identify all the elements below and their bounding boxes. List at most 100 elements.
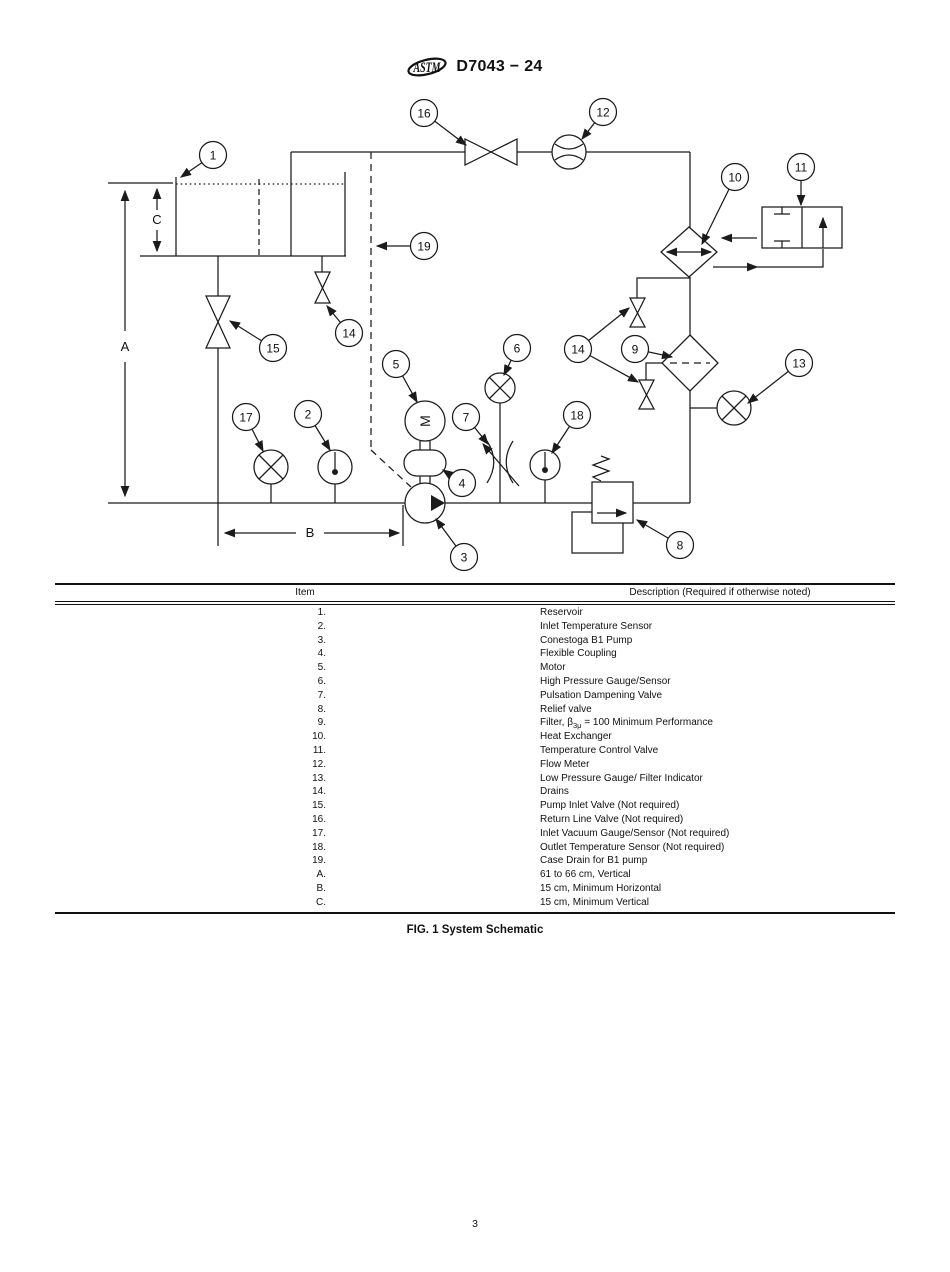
dimension-C: C <box>152 187 162 253</box>
motor-label: M <box>417 415 433 427</box>
description-cell: Outlet Temperature Sensor (Not required) <box>540 841 725 853</box>
pulsation-dampening-valve-7 <box>482 440 520 487</box>
balloon-2 <box>293 399 323 429</box>
inlet-temperature-sensor-2 <box>317 449 353 503</box>
item-cell: 13. <box>312 772 326 784</box>
description-cell: Pump Inlet Valve (Not required) <box>540 800 680 812</box>
description-cell: Relief valve <box>540 703 592 715</box>
item-table: Item Description (Required if otherwise … <box>55 583 895 914</box>
balloon-label: 17 <box>239 410 253 424</box>
description-cell: 15 cm, Minimum Vertical <box>540 896 649 908</box>
balloon-9 <box>620 334 650 364</box>
item-cell: 2. <box>317 620 326 632</box>
low-pressure-gauge-13 <box>690 390 752 426</box>
table-row: 12. Flow Meter <box>55 758 895 772</box>
balloon-label: 12 <box>596 105 610 119</box>
description-cell: Flow Meter <box>540 758 590 770</box>
return-line-valve-16 <box>464 137 518 167</box>
balloon-label: 4 <box>459 476 466 490</box>
balloon-10 <box>720 162 750 192</box>
balloon-14 <box>334 318 364 348</box>
table-row: 10. Heat Exchanger <box>55 730 895 744</box>
high-pressure-gauge-6 <box>484 372 516 503</box>
item-cell: 6. <box>317 675 326 687</box>
astm-logo-text: ASTM <box>413 60 441 76</box>
table-row: 14.Drains <box>55 785 895 799</box>
table-row: 4.Flexible Coupling <box>55 647 895 661</box>
pipe-lines <box>108 151 691 504</box>
item-cell: 7. <box>317 689 326 701</box>
motor-5: M <box>404 400 446 442</box>
flow-meter-12 <box>551 134 587 170</box>
item-cell: 1. <box>317 607 326 618</box>
balloon-19 <box>409 231 439 261</box>
description-cell: High Pressure Gauge/Sensor <box>540 675 671 687</box>
system-schematic: A C B <box>108 97 843 572</box>
filter-9 <box>661 334 719 392</box>
table-row: 1.Reservoir <box>55 606 895 620</box>
item-cell: 11. <box>312 744 326 756</box>
balloon-label: 5 <box>393 357 400 371</box>
astm-logo-icon: ASTM <box>407 57 448 77</box>
col-header-description: Description (Required if otherwise noted… <box>629 587 811 598</box>
dimension-B: B <box>217 503 404 546</box>
dim-label-C: C <box>152 212 161 227</box>
table-row: 5.Motor <box>55 661 895 675</box>
balloon-6 <box>502 333 532 363</box>
table-row: 19.Case Drain for B1 pump <box>55 854 895 868</box>
table-row: 13. Low Pressure Gauge/ Filter Indicator <box>55 772 895 786</box>
table-row: 16. Return Line Valve (Not required) <box>55 813 895 827</box>
description-cell: Return Line Valve (Not required) <box>540 813 684 825</box>
description-cell: Low Pressure Gauge/ Filter Indicator <box>540 772 703 784</box>
item-cell: 16. <box>312 813 326 825</box>
balloon-14 <box>563 334 593 364</box>
table-row: 6. High Pressure Gauge/Sensor <box>55 675 895 689</box>
balloon-label: 11 <box>795 160 808 174</box>
item-cell: 4. <box>317 648 326 660</box>
description-cell: 15 cm, Minimum Horizontal <box>540 882 662 894</box>
table-row: 3.Conestoga B1 Pump <box>55 634 895 648</box>
description-cell: Pulsation Dampening Valve <box>540 689 663 701</box>
dimension-A: A <box>120 189 130 498</box>
table-header: Item Description (Required if otherwise … <box>55 585 895 601</box>
dim-label-A: A <box>121 339 130 354</box>
outlet-temperature-sensor-18 <box>529 449 561 503</box>
balloon-5 <box>381 349 411 379</box>
page-number: 3 <box>472 1218 478 1230</box>
balloon-1 <box>198 140 228 170</box>
description-cell: Motor <box>540 662 566 674</box>
item-cell: 15. <box>312 800 326 812</box>
balloon-label: 13 <box>792 356 806 370</box>
temperature-control-valve-11 <box>761 206 843 249</box>
balloon-label: 3 <box>461 550 468 564</box>
balloon-11 <box>786 152 816 182</box>
table-row: 18.Outlet Temperature Sensor (Not requir… <box>55 841 895 855</box>
table-row: A.61 to 66 cm, Vertical <box>55 868 895 882</box>
table-row: 17.Inlet Vacuum Gauge/Sensor (Not requir… <box>55 827 895 841</box>
table-row: 2.Inlet Temperature Sensor <box>55 620 895 634</box>
item-cell: 12. <box>312 758 326 770</box>
description-cell: Heat Exchanger <box>540 731 612 743</box>
flexible-coupling-4 <box>403 441 447 484</box>
balloon-label: 6 <box>514 341 521 355</box>
inlet-vacuum-gauge-17 <box>253 449 289 503</box>
balloon-8 <box>665 530 695 560</box>
page-header: ASTM D7043 − 24 <box>0 50 950 84</box>
table-row: B.15 cm, Minimum Horizontal <box>55 882 895 896</box>
balloon-7 <box>451 402 481 432</box>
drain-valves-14-right <box>628 277 690 410</box>
standard-designation: D7043 − 24 <box>456 58 543 75</box>
description-cell: 61 to 66 cm, Vertical <box>540 869 631 881</box>
balloon-12 <box>588 97 618 127</box>
item-cell: 14. <box>312 786 326 798</box>
item-cell: C. <box>316 896 326 908</box>
balloon-label: 2 <box>305 407 312 421</box>
balloon-label: 1 <box>210 148 217 162</box>
item-cell: 10. <box>312 731 326 743</box>
balloon-label: 18 <box>570 408 584 422</box>
balloon-label: 9 <box>632 342 639 356</box>
item-cell: 19. <box>312 855 326 867</box>
table-bottom-rule <box>55 911 895 914</box>
balloon-label: 10 <box>728 170 742 184</box>
